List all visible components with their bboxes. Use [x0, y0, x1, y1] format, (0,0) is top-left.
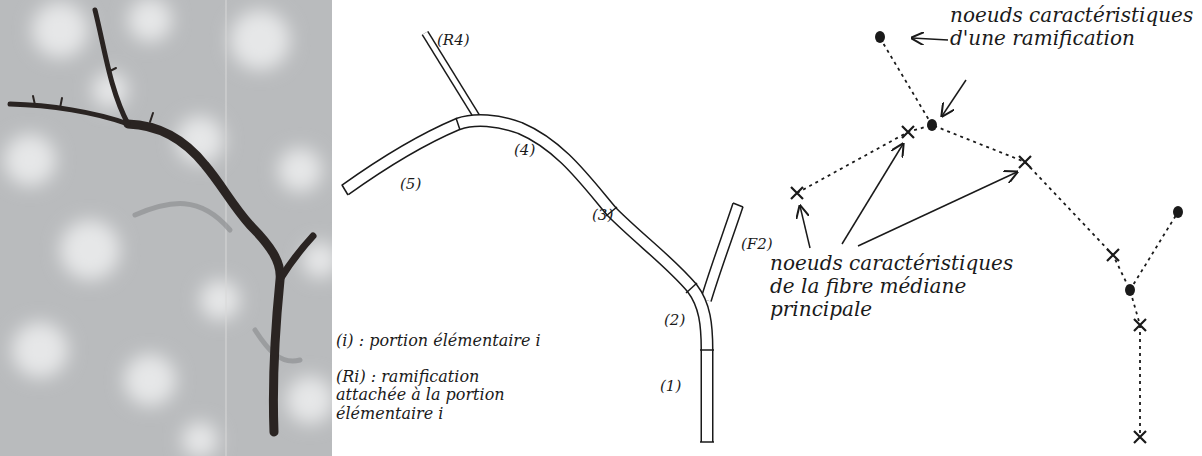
- note: (Ri) : ramification attachée à la portio…: [336, 368, 526, 423]
- note: noeuds caractéristiques de la fibre médi…: [770, 252, 1015, 321]
- callout-number: (2): [664, 312, 700, 329]
- note: noeuds caractéristiques d'une ramificati…: [950, 4, 1196, 50]
- callout-number: (1): [660, 378, 696, 395]
- callout-number: (3): [592, 207, 632, 224]
- callout-number: (5): [400, 176, 440, 193]
- branch-photo: [0, 0, 332, 456]
- callout-number: (R4): [437, 32, 497, 49]
- callout-number: (4): [514, 142, 554, 159]
- note: (i) : portion élémentaire i: [336, 332, 596, 350]
- median-fibre: [797, 38, 1178, 437]
- callout-number: (F2): [741, 236, 791, 253]
- leader-arrows: [800, 38, 1017, 248]
